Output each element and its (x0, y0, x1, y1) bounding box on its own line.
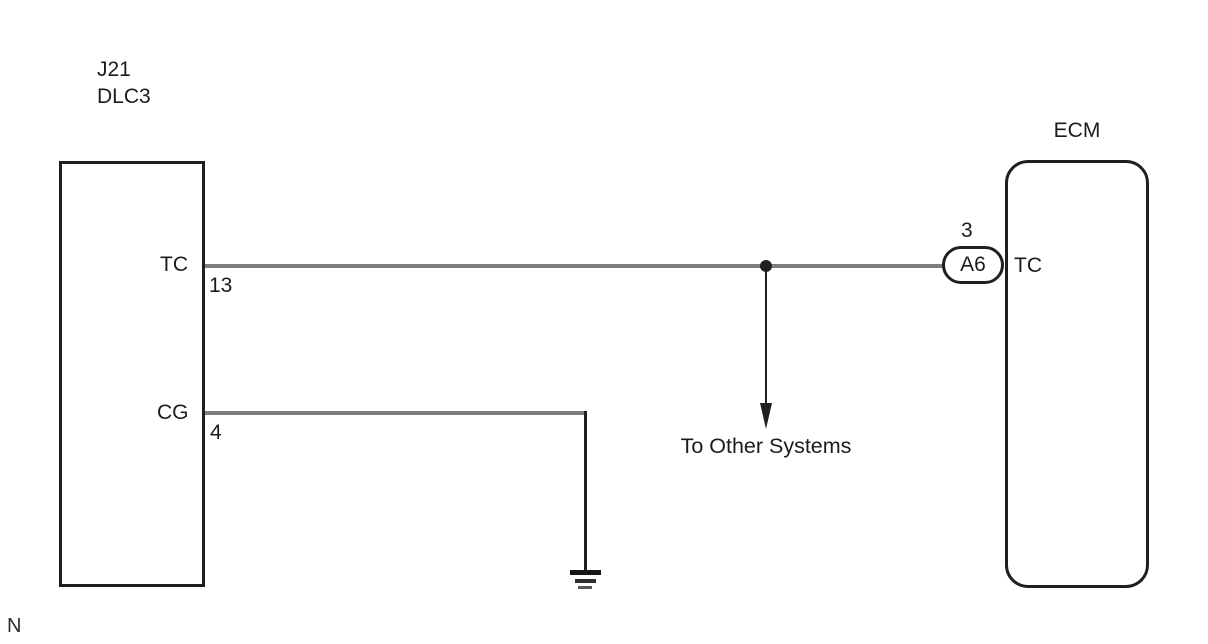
branch-wire (765, 266, 767, 404)
dlc3-pin-tc-number: 13 (209, 274, 233, 297)
dlc3-connector-title: J21 DLC3 (97, 56, 151, 110)
cg-ground-drop-wire (584, 411, 587, 572)
ecm-pin-number: 3 (961, 219, 973, 242)
ecm-connector-terminal: A6 (942, 246, 1004, 284)
ecm-pin-tc-label: TC (1014, 254, 1042, 277)
ecm-title: ECM (1053, 119, 1101, 142)
ecm-connector-id: A6 (960, 253, 986, 276)
dlc3-name: DLC3 (97, 85, 151, 108)
ecm-box (1005, 160, 1149, 588)
dlc3-ref-code: J21 (97, 58, 131, 81)
arrow-down-icon (760, 403, 772, 429)
branch-destination-label: To Other Systems (680, 434, 852, 458)
ground-bar-top (570, 570, 601, 575)
dlc3-connector-box (59, 161, 205, 587)
ground-bar-bottom (578, 586, 592, 589)
tc-signal-wire (205, 264, 943, 268)
dlc3-pin-cg-number: 4 (210, 421, 222, 444)
dlc3-pin-tc-label: TC (160, 253, 188, 276)
cg-ground-wire (205, 411, 587, 415)
dlc3-pin-cg-label: CG (157, 401, 189, 424)
ground-bar-middle (575, 579, 596, 583)
page-note: N (7, 615, 22, 637)
